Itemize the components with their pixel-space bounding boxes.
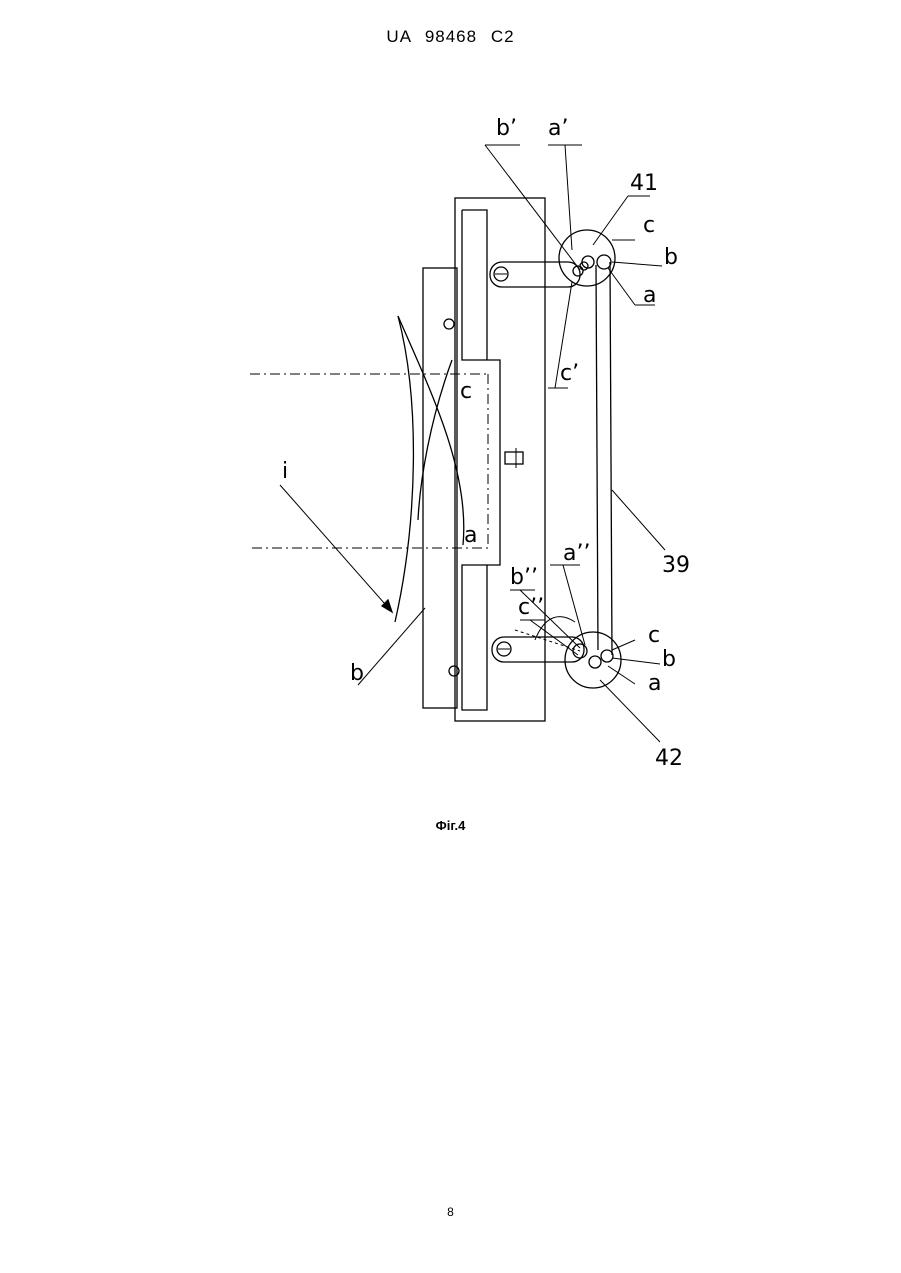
label-a-bot: a <box>648 671 661 696</box>
lower-disc-42 <box>565 632 621 688</box>
rod-39-right <box>610 262 612 655</box>
rod-39-left <box>596 265 598 650</box>
label-c-bot: c <box>648 623 660 648</box>
label-c-dprime: c’’ <box>518 595 544 620</box>
upper-disc-41 <box>559 230 615 286</box>
label-39: 39 <box>662 553 690 578</box>
label-i: i <box>282 459 288 484</box>
label-a-prime: a’ <box>548 116 568 141</box>
label-a-top: a <box>643 283 656 308</box>
label-b-prime: b’ <box>496 116 517 141</box>
label-b-left: b <box>350 661 364 686</box>
label-b-top: b <box>664 245 678 270</box>
curve-three <box>395 316 413 622</box>
figure-caption: Фіг.4 <box>0 818 901 833</box>
center-pin <box>505 452 523 464</box>
label-b-bot: b <box>662 647 676 672</box>
slide-plate <box>423 268 457 708</box>
label-c-mid: c <box>460 379 472 404</box>
label-a-dprime: a’’ <box>563 541 590 566</box>
label-b-dprime: b’’ <box>510 565 538 590</box>
label-a-mid: a <box>464 523 477 548</box>
label-c-prime: c’ <box>560 361 579 386</box>
label-42: 42 <box>655 746 683 771</box>
label-41: 41 <box>630 171 658 196</box>
page-number: 8 <box>0 1205 901 1219</box>
roller-top <box>444 319 454 329</box>
inner-strip-top <box>462 210 487 360</box>
label-c-top: c <box>643 213 655 238</box>
